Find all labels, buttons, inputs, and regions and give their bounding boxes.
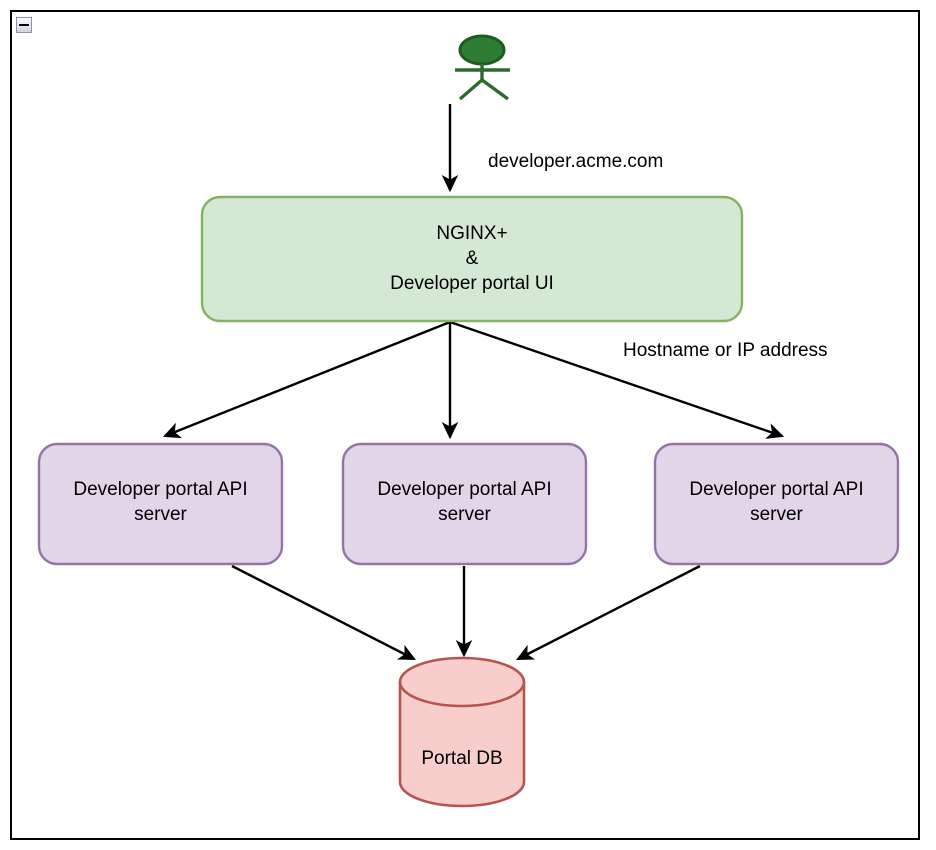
edge-nginx-to-api-left xyxy=(162,320,451,439)
edge-label-hostname-or-ip-address: Hostname or IP address xyxy=(623,340,828,361)
edge-nginx-to-api-right xyxy=(449,320,785,439)
node-api-server-center-box[interactable] xyxy=(341,442,588,566)
edge-api-left-to-db xyxy=(231,564,417,661)
node-nginx-box[interactable] xyxy=(200,195,744,323)
node-api-server-right-box[interactable] xyxy=(653,442,900,566)
edge-label-developer-acme-com: developer.acme.com xyxy=(488,151,664,172)
actor-icon[interactable] xyxy=(455,34,510,101)
collapse-toggle-icon[interactable] xyxy=(16,17,32,33)
node-portal-db-cylinder[interactable] xyxy=(398,656,526,808)
node-api-server-left-box[interactable] xyxy=(37,442,284,566)
edge-api-right-to-db xyxy=(515,564,701,661)
